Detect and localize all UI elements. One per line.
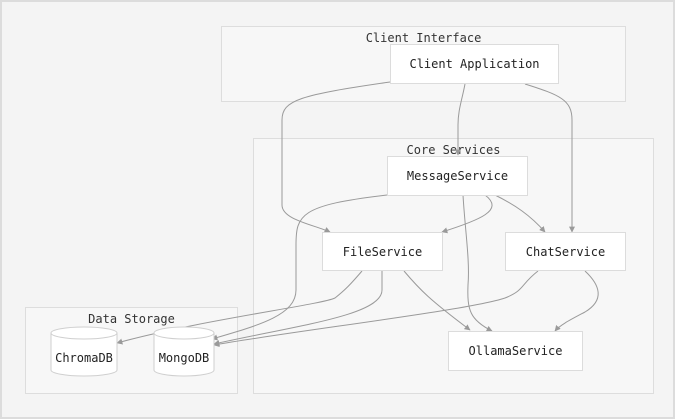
edge-message-to-ollama: [462, 194, 493, 332]
edge-message-to-fileservice: [441, 194, 493, 234]
client-application-label: Client Application: [409, 57, 540, 71]
file-service-node: FileService: [322, 232, 443, 271]
mongodb-label: MongoDB: [159, 351, 210, 365]
cluster-title-core-services: Core Services: [406, 143, 501, 157]
edge-message-to-mongodb: [211, 194, 388, 341]
chromadb-node: ChromaDB: [50, 326, 118, 377]
edge-client-to-chatservice: [524, 83, 575, 233]
edge-chat-to-mongodb: [213, 270, 539, 348]
chromadb-label: ChromaDB: [55, 351, 113, 365]
edge-chat-to-ollama: [554, 270, 599, 332]
mongodb-node: MongoDB: [153, 326, 215, 377]
edge-client-to-messageservice: [455, 83, 466, 156]
edge-file-to-ollama: [403, 270, 471, 331]
client-application-node: Client Application: [390, 44, 559, 84]
message-service-label: MessageService: [406, 169, 509, 183]
file-service-label: FileService: [342, 244, 423, 259]
chat-service-node: ChatService: [505, 232, 626, 271]
ollama-service-label: OllamaService: [468, 344, 563, 358]
ollama-service-node: OllamaService: [448, 331, 583, 371]
cluster-title-data-storage: Data Storage: [88, 312, 175, 326]
cluster-title-client-interface: Client Interface: [365, 31, 482, 45]
chat-service-label: ChatService: [525, 244, 606, 259]
edge-message-to-chatservice: [494, 194, 546, 233]
message-service-node: MessageService: [387, 156, 528, 196]
edge-client-to-fileservice: [281, 81, 391, 233]
edge-file-to-mongodb: [213, 271, 383, 346]
